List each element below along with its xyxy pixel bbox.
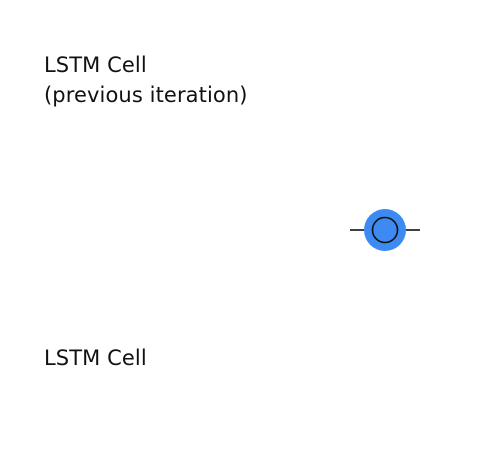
node-inner-ring [371, 216, 399, 244]
previous-lstm-cell-label: LSTM Cell (previous iteration) [44, 50, 248, 110]
node-outer-circle [364, 209, 406, 251]
current-lstm-cell-title: LSTM Cell [44, 346, 147, 370]
previous-lstm-cell-title: LSTM Cell [44, 53, 147, 77]
previous-lstm-cell-subtitle: (previous iteration) [44, 83, 248, 107]
current-lstm-cell-label: LSTM Cell [44, 343, 147, 373]
hidden-state-node-icon [350, 209, 420, 251]
